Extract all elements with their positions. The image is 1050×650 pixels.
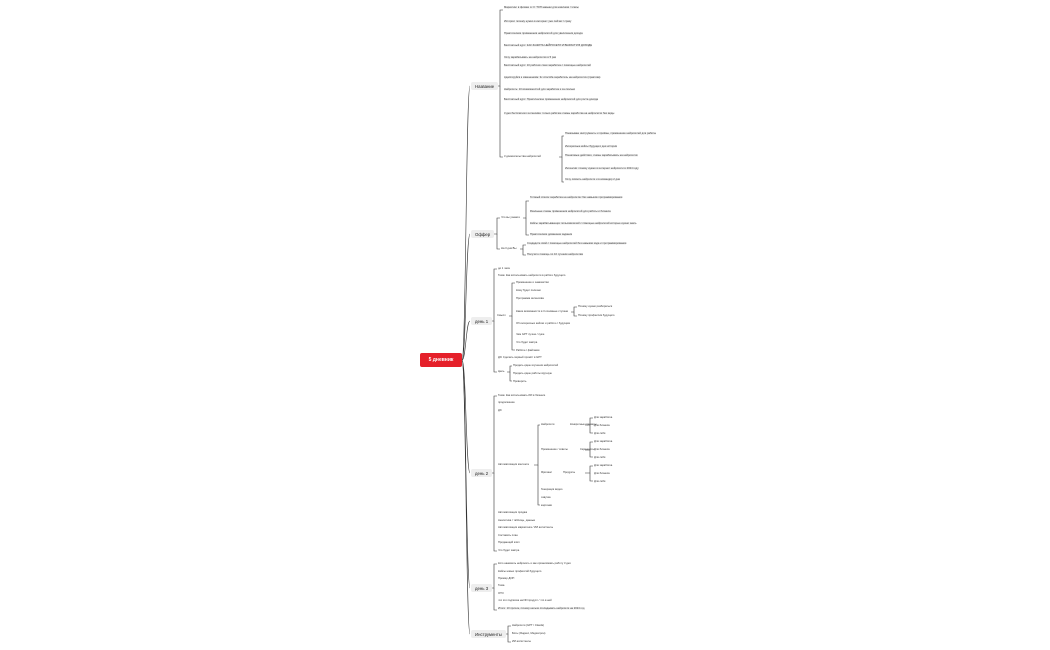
leaf[interactable]: Применение / советы (541, 448, 568, 451)
leaf[interactable]: Кого нанимать нейросеть и как организова… (498, 562, 571, 565)
leaf[interactable]: Пошаговые действия, схемы зарабатывать н… (565, 154, 638, 158)
leaf[interactable]: Создадите свой с помощью нейросетей без … (527, 242, 627, 246)
leaf[interactable]: Для бизнеса (594, 448, 610, 451)
leaf[interactable]: Нейросети (541, 423, 555, 426)
leaf[interactable]: Готовый список заработка на нейросетях б… (530, 196, 623, 200)
leaf[interactable]: Что будет завтра (498, 549, 520, 552)
leaf[interactable]: Итоги: 10 причин, почему нельзя откладыв… (498, 607, 585, 611)
branch-tools[interactable]: Инструменты (471, 630, 506, 638)
leaf[interactable]: Пример ДОП (498, 577, 515, 580)
leaf[interactable]: Фриланс (541, 471, 552, 474)
leaf[interactable]: Для себя (594, 456, 606, 459)
leaf[interactable]: Чем GPT лучше / хуже (516, 333, 545, 336)
leaf[interactable]: ИИ ассистенты (512, 640, 531, 643)
leaf[interactable]: до 1 часа (498, 267, 510, 270)
leaf[interactable]: Бесплатный курс: КАК ЗАЖИТЬ НЕЙРОСЕТИ И … (504, 44, 593, 48)
leaf[interactable]: Маркетинг в физике от 0: ТОП навыки для … (504, 6, 579, 10)
leaf[interactable]: Для бизнеса (594, 424, 610, 427)
offer-group[interactable]: Что вы узнаете (501, 216, 520, 219)
leaf[interactable]: что это подписка на ИИ продукт / что в н… (498, 599, 552, 602)
leaf[interactable]: 3 доказательства нейросетей (504, 155, 541, 158)
leaf[interactable]: ДЗ: Сделать первый промпт в GPT (498, 356, 542, 359)
leaf[interactable]: продолжение (498, 401, 515, 404)
leaf[interactable]: Практические применения нейросетей для у… (504, 32, 583, 36)
leaf[interactable]: Для заработка (594, 440, 613, 443)
leaf[interactable]: Продать идею изучения нейросетей (513, 364, 559, 367)
leaf[interactable]: картинки (541, 504, 553, 507)
leaf[interactable]: Хочу зарабатывать на нейросетях в 5 раз (504, 56, 557, 60)
leaf[interactable]: Автоматизация контента (498, 463, 529, 466)
leaf[interactable]: Тема (498, 584, 505, 587)
leaf[interactable]: Боты (Яндекс, Медиатрон) (512, 632, 546, 635)
leaf[interactable]: Кейсы зарабатывающих пользователей с пом… (530, 222, 637, 226)
leaf[interactable]: Смысл (497, 314, 506, 317)
branch-day2[interactable]: день 2 (471, 469, 493, 477)
leaf[interactable]: Продающий клип (498, 541, 520, 544)
leaf[interactable]: Продать идею работы вручную (513, 372, 552, 375)
leaf[interactable]: ДЗ (498, 409, 502, 412)
leaf[interactable]: Программа интенсива (516, 297, 544, 300)
leaf[interactable]: Почему профессия будущего (578, 314, 615, 317)
leaf[interactable]: Для бизнеса (594, 472, 610, 475)
leaf[interactable]: Конкретные примеры (570, 423, 597, 426)
leaf[interactable]: Цель (498, 370, 505, 373)
leaf[interactable]: Кейсы новых профессий будущего (498, 570, 542, 573)
leaf[interactable]: Почему нужно разбираться (578, 305, 613, 308)
leaf[interactable]: озвучка (541, 496, 551, 499)
leaf[interactable]: Применение и знакомство (516, 281, 549, 284)
leaf[interactable]: Получите помощь по 10 лучшим нейросетям (527, 253, 584, 257)
leaf[interactable]: Продукты (563, 471, 576, 474)
leaf[interactable]: Показываю инструменты и приёмы, применен… (565, 132, 657, 136)
leaf[interactable]: Хочу освоить нейросети и в командир 2 дн… (565, 178, 621, 182)
leaf[interactable]: Истории: почему нужно в интернет уже сей… (504, 20, 572, 24)
leaf[interactable]: Кому будет полезно (516, 289, 541, 292)
leaf[interactable]: 3 дня бесплатного интенсива: только рабо… (504, 112, 615, 116)
leaf[interactable]: Об интересных кейсах и работе с будущим (516, 322, 570, 325)
leaf[interactable]: Нейросети (GPT / Claude) (512, 624, 545, 627)
branch-day3[interactable]: день 3 (471, 584, 493, 592)
leaf[interactable]: Что будет завтра (516, 341, 538, 344)
branch-name[interactable]: Название (471, 82, 499, 90)
leaf[interactable]: Работа с файлами (516, 349, 540, 352)
leaf[interactable]: Интенсив: почему нужно в интернет нейрос… (565, 167, 639, 171)
branch-day1[interactable]: день 1 (471, 317, 493, 325)
leaf[interactable]: Для себя (594, 480, 606, 483)
leaf[interactable]: Бесплатный курс: 10 рабочих схем заработ… (504, 64, 591, 68)
leaf[interactable]: Автоматизация маркетинга / ИИ ассистенты (498, 526, 554, 529)
leaf[interactable]: Проверить (513, 380, 527, 383)
leaf[interactable]: ОТО (498, 592, 504, 595)
leaf[interactable]: Реальные схемы применения нейросетей для… (530, 210, 611, 214)
offer-group[interactable]: На 3 дня Вы (501, 247, 517, 250)
leaf[interactable]: Бесплатный курс: Практическое применение… (504, 98, 598, 102)
leaf[interactable]: Составить план (498, 534, 518, 537)
leaf[interactable]: Какие возможности в 3 основные ступени (516, 310, 569, 313)
leaf[interactable]: Для заработка (594, 464, 613, 467)
leaf[interactable]: Интересные кейсы будущего дня истории (565, 145, 618, 149)
root-node[interactable]: 5 дневник (420, 353, 462, 367)
leaf[interactable]: Практические домашние задания (530, 233, 573, 237)
leaf[interactable]: Для заработка (594, 416, 613, 419)
leaf[interactable]: Тема: Как использовать ИИ в бизнесе (498, 394, 546, 397)
leaf[interactable]: Для себя (594, 432, 606, 435)
leaf[interactable]: Аналитика / таблицы, данные (498, 519, 536, 522)
leaf[interactable]: Генерация видео (541, 488, 563, 491)
leaf[interactable]: Адаптируйся к изменениям: 3х способа зар… (504, 76, 601, 80)
leaf[interactable]: Автоматизация продаж (498, 511, 528, 514)
branch-offer[interactable]: Оффер (471, 230, 495, 238)
leaf[interactable]: Тема: Как использовать нейросети в работ… (498, 274, 566, 277)
leaf[interactable]: Скриншоты (580, 448, 595, 451)
leaf[interactable]: Нейросеть: 10 возможностей для заработка… (504, 88, 576, 92)
